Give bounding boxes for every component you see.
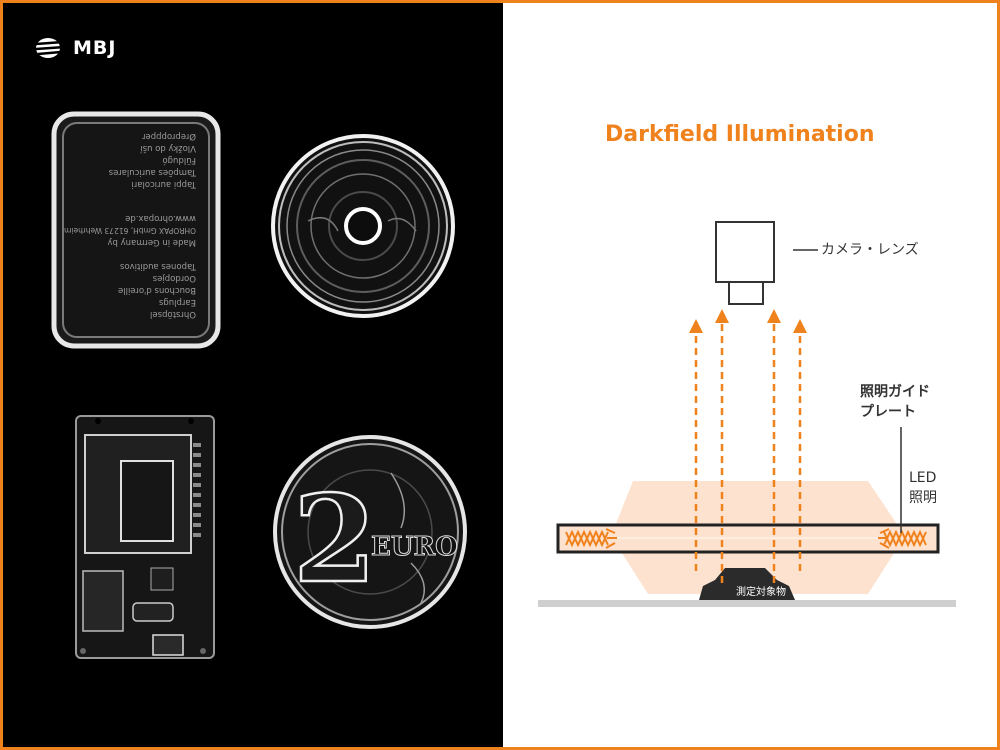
mbj-logo-icon (35, 38, 66, 58)
tin-text-8: www.ohropax.de (125, 213, 196, 223)
led-spark-icons (605, 528, 890, 549)
led-zigzag-icons (565, 529, 927, 548)
light-rays (694, 321, 802, 583)
camera-lens-label: カメラ・レンズ (821, 242, 919, 258)
darkfield-diagram (538, 221, 956, 607)
tin-text-6: Made in Germany by (107, 237, 196, 247)
tin-text-7: OHROPAX GmbH, 61273 Wehrheim (64, 226, 196, 235)
tin-text-10: Tampões auriculares (108, 167, 197, 177)
coin-number: 2 (293, 469, 377, 610)
tin-text-3: Bouchons d'oreille (118, 285, 196, 295)
ground-line (538, 600, 956, 607)
tin-text-2: Earplugs (158, 297, 196, 307)
led-label-1: LED (909, 470, 937, 486)
tin-text-13: Øreproppper (141, 131, 196, 142)
photo-panel: MBJ Ohrstöpsel Earplugs Bouchons d'oreil… (3, 3, 503, 747)
tin-text-12: Vložky do uší (140, 143, 196, 154)
camera-lens (728, 281, 764, 305)
tin-text-11: Füldugó (162, 155, 196, 166)
led-label-2: 照明 (909, 490, 937, 506)
coin-photo: 2 EURO (273, 435, 467, 629)
tin-box-photo: Ohrstöpsel Earplugs Bouchons d'oreille O… (51, 111, 221, 349)
logo-text: MBJ (73, 37, 117, 59)
pcb-photo (75, 415, 215, 659)
diagram-title: Darkfield Illumination (605, 122, 875, 147)
tin-text-1: Ohrstöpsel (150, 309, 196, 319)
tin-text-5: Tapones auditivos (119, 261, 197, 271)
diagram-panel: Darkfield Illumination (503, 3, 997, 747)
guide-plate-label-2: プレート (860, 404, 916, 420)
round-lid-photo (271, 134, 455, 318)
coin-text: EURO (371, 532, 458, 562)
tin-text-9: Tappi auricolari (131, 179, 197, 189)
logo: MBJ (33, 35, 116, 61)
camera-body (715, 221, 775, 283)
guide-plate-label-1: 照明ガイド (860, 384, 930, 400)
object-label: 測定対象物 (736, 587, 786, 598)
ray-arrow-icons (689, 309, 807, 333)
tin-text-4: Oordopjes (152, 273, 196, 283)
